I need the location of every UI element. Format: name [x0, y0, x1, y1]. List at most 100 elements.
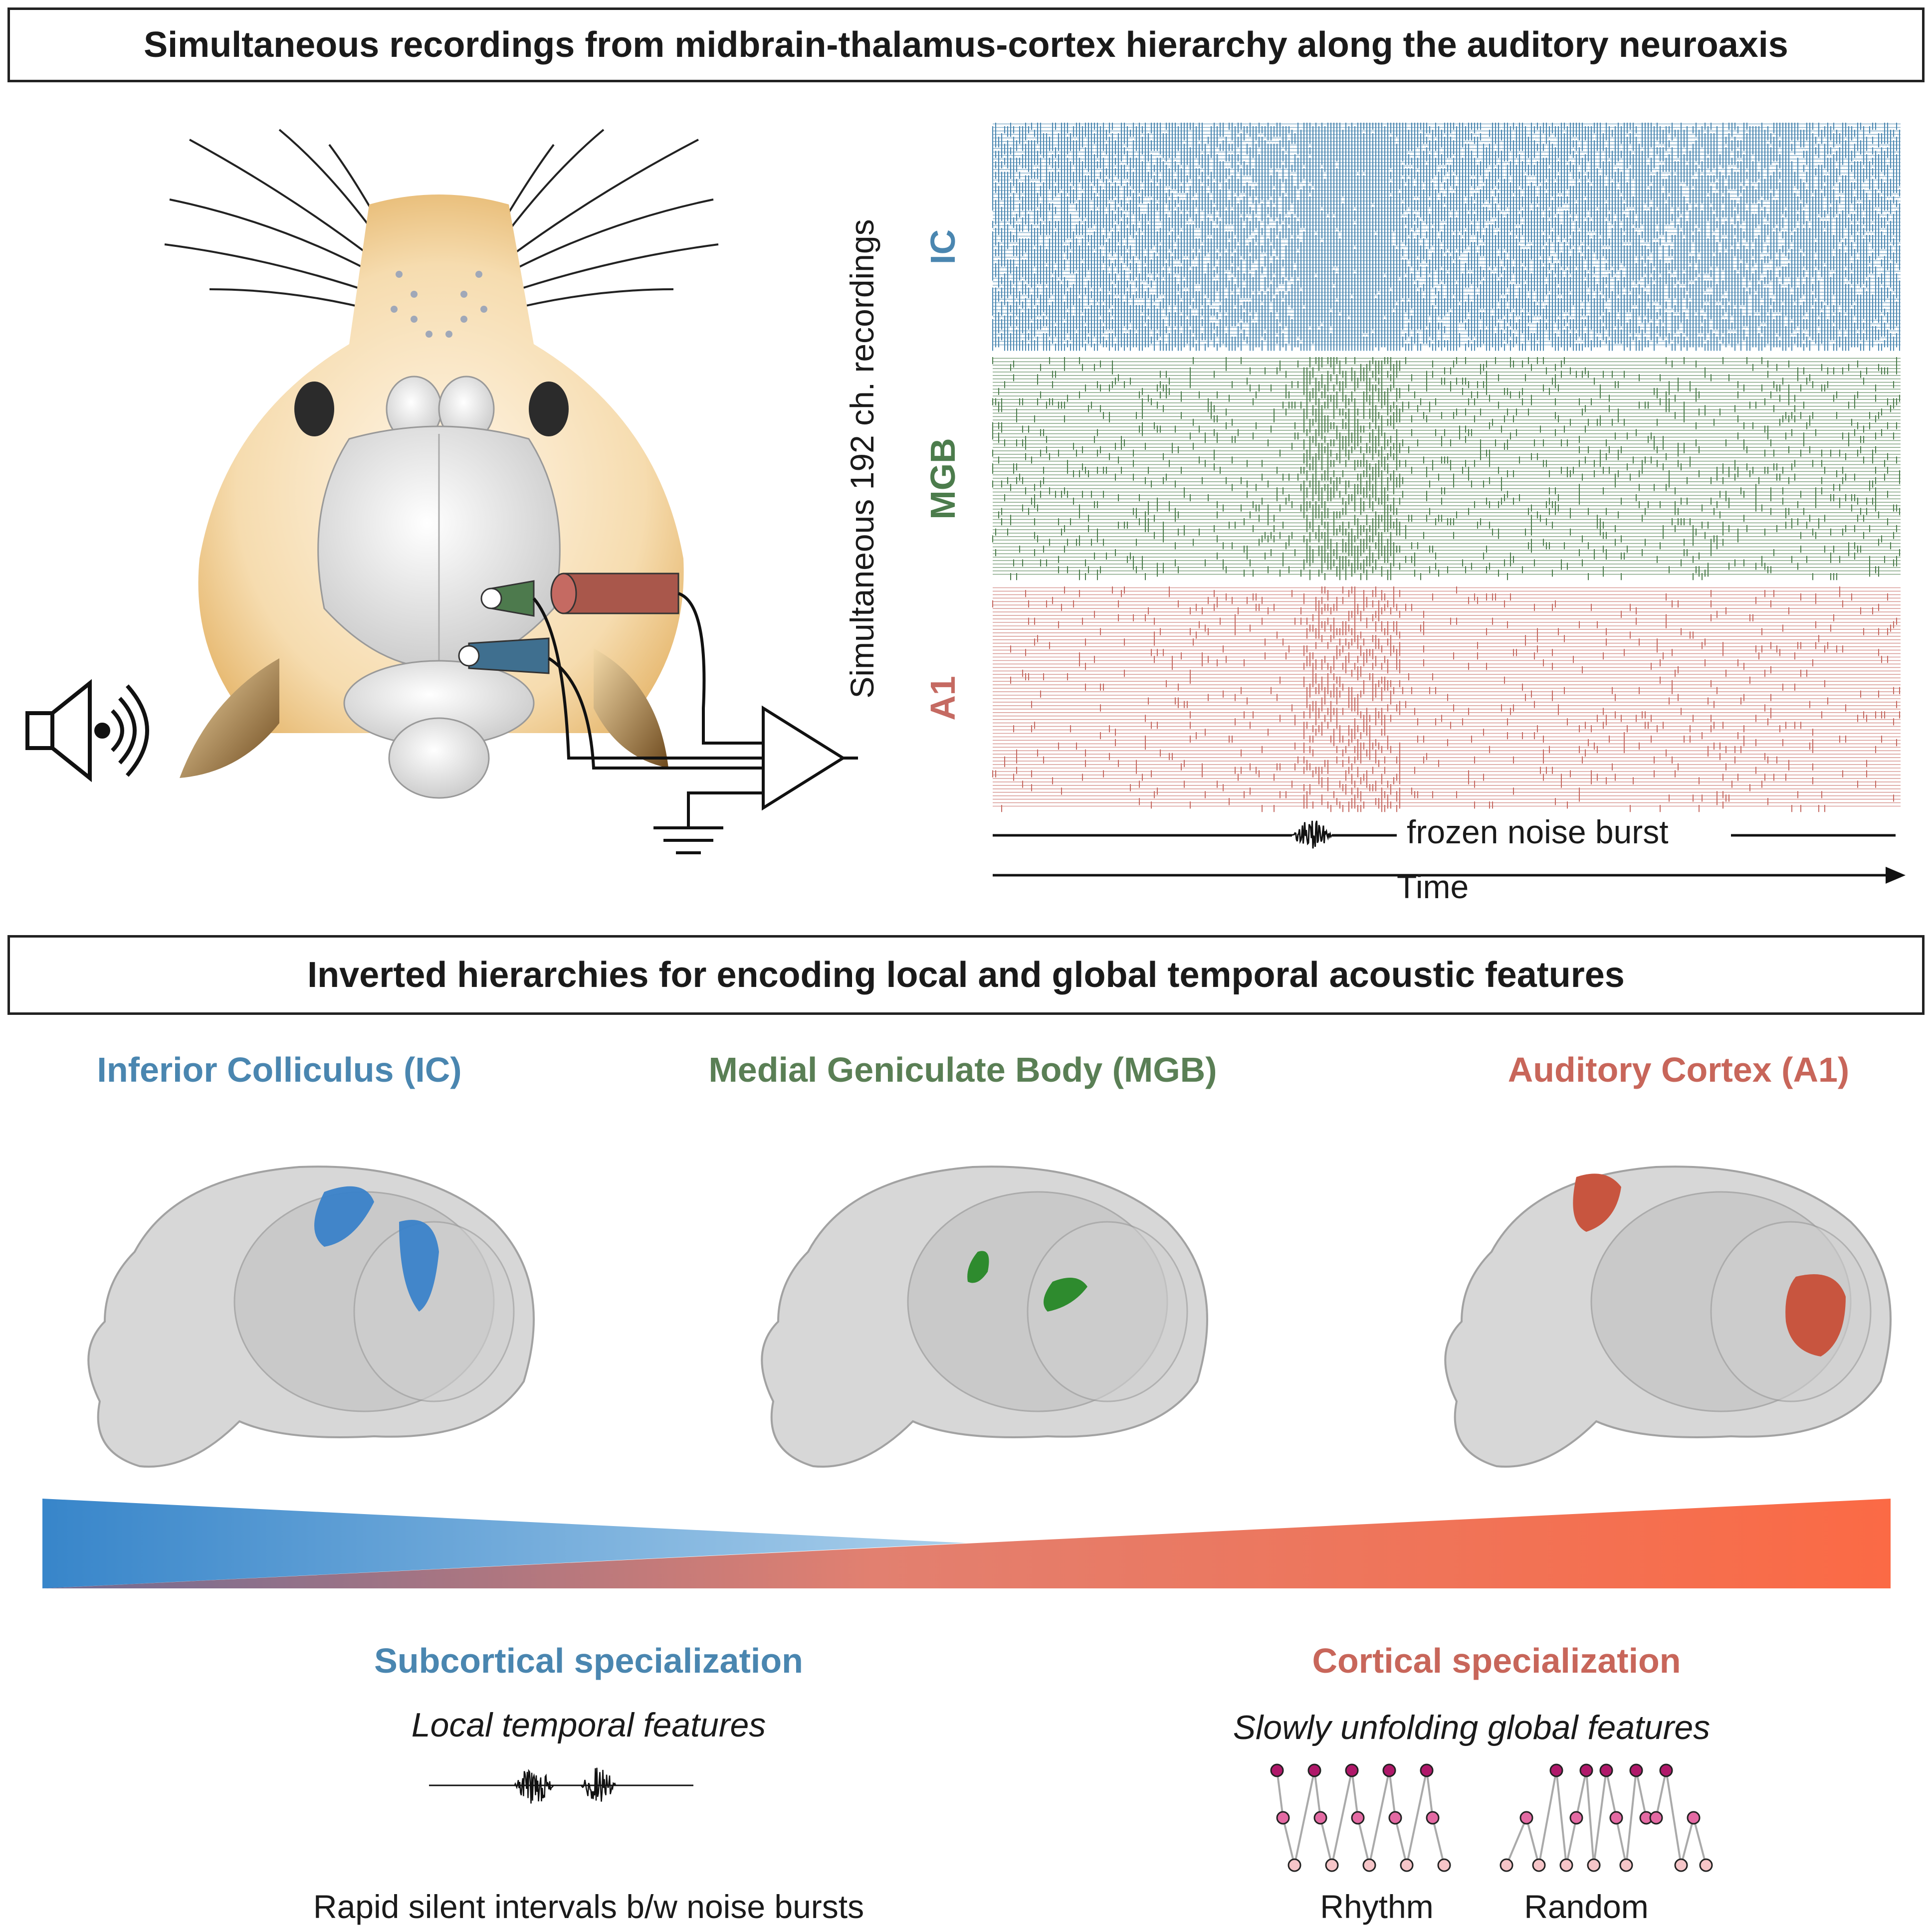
region-label-a1: A1: [923, 676, 962, 721]
rhythm-connector: [1426, 1770, 1434, 1818]
rhythm-connector: [1432, 1817, 1445, 1866]
random-connector: [1605, 1770, 1617, 1818]
stimulus-timeline: [993, 820, 1906, 884]
middle-title-banner: Inverted hierarchies for encoding local …: [7, 935, 1925, 1015]
speaker-icon: [25, 679, 149, 782]
random-tone: [1549, 1763, 1563, 1777]
region-title-mgb: Medial Geniculate Body (MGB): [708, 1050, 1217, 1089]
electrode-a1: [550, 573, 679, 614]
rhythm-connector: [1319, 1817, 1333, 1866]
rhythm-tone: [1437, 1858, 1451, 1872]
rhythm-connector: [1394, 1817, 1408, 1866]
rhythm-tone: [1325, 1858, 1339, 1872]
subcortical-caption: Rapid silent intervals b/w noise bursts: [313, 1888, 864, 1925]
rhythm-tone: [1362, 1858, 1376, 1872]
electrode-ic: [458, 637, 550, 674]
raster-block-ic: [992, 123, 1901, 351]
rhythm-connector: [1331, 1770, 1353, 1866]
a1-region-left: [1573, 1173, 1621, 1232]
raster-ylabel: Simultaneous 192 ch. recordings: [844, 219, 880, 699]
rhythm-connector: [1293, 1770, 1315, 1866]
rhythm-connector: [1313, 1770, 1321, 1818]
random-tone: [1519, 1811, 1533, 1825]
rhythm-connector: [1368, 1770, 1390, 1866]
random-connector: [1565, 1817, 1577, 1866]
random-tone: [1649, 1811, 1663, 1825]
random-tone: [1659, 1763, 1673, 1777]
time-arrow-head: [1886, 867, 1906, 884]
double-noise-burst: [429, 1767, 693, 1804]
amplifier-icon: [762, 705, 846, 811]
random-tone: [1629, 1763, 1643, 1777]
random-connector: [1665, 1770, 1682, 1866]
mgb-region-left: [967, 1251, 989, 1283]
region-title-a1: Auditory Cortex (A1): [1507, 1050, 1850, 1089]
random-connector: [1585, 1770, 1595, 1866]
rhythm-connector: [1276, 1770, 1284, 1818]
brain-a1: [1444, 1165, 1892, 1468]
cortical-subtitle: Slowly unfolding global features: [1233, 1709, 1711, 1746]
sequence-diagrams: [1270, 1763, 1713, 1872]
rhythm-tone: [1345, 1763, 1359, 1777]
subcortical-subtitle: Local temporal features: [411, 1706, 766, 1744]
top-title-banner: Simultaneous recordings from midbrain-th…: [7, 7, 1925, 82]
random-connector: [1625, 1770, 1637, 1866]
random-tone: [1699, 1858, 1713, 1872]
random-connector: [1680, 1817, 1695, 1866]
rhythm-label: Rhythm: [1320, 1888, 1434, 1925]
stimulus-label: frozen noise burst: [1407, 813, 1669, 850]
random-tone: [1532, 1858, 1546, 1872]
random-tone: [1609, 1811, 1623, 1825]
subcortical-title: Subcortical specialization: [374, 1641, 803, 1680]
random-tone: [1500, 1858, 1513, 1872]
a1-region-right: [1785, 1274, 1846, 1356]
raster-block-mgb: [992, 357, 1901, 580]
random-connector: [1593, 1770, 1607, 1866]
rhythm-tone: [1288, 1858, 1301, 1872]
ground-icon: [653, 791, 763, 854]
random-connector: [1538, 1770, 1557, 1866]
random-connector: [1635, 1770, 1647, 1818]
random-connector: [1575, 1770, 1587, 1818]
random-connector: [1505, 1817, 1527, 1866]
rhythm-tone: [1388, 1811, 1402, 1825]
region-title-ic: Inferior Colliculus (IC): [97, 1050, 462, 1089]
rhythm-tone: [1382, 1763, 1396, 1777]
ic-region-right: [399, 1220, 439, 1312]
cortical-title: Cortical specialization: [1312, 1641, 1681, 1680]
random-connector: [1615, 1817, 1627, 1866]
random-connector: [1693, 1817, 1707, 1866]
cortical-wedge: [42, 1499, 1891, 1588]
rhythm-tone: [1270, 1763, 1284, 1777]
mgb-region-right: [1044, 1278, 1087, 1312]
random-tone: [1674, 1858, 1688, 1872]
rhythm-connector: [1406, 1770, 1428, 1866]
time-label: Time: [1397, 868, 1469, 905]
brain-mgb: [761, 1165, 1208, 1468]
region-label-ic: IC: [923, 229, 962, 264]
rhythm-tone: [1426, 1811, 1440, 1825]
random-tone: [1619, 1858, 1633, 1872]
noise-burst-waveform: [1291, 820, 1332, 849]
rhythm-tone: [1420, 1763, 1434, 1777]
random-tone: [1587, 1858, 1601, 1872]
random-tone: [1599, 1763, 1613, 1777]
inverted-gradient: [42, 1499, 1891, 1588]
rhythm-tone: [1276, 1811, 1290, 1825]
rhythm-tone: [1313, 1811, 1327, 1825]
rhythm-connector: [1357, 1817, 1370, 1866]
rhythm-connector: [1351, 1770, 1359, 1818]
top-title-text: Simultaneous recordings from midbrain-th…: [144, 25, 1788, 65]
rhythm-connector: [1282, 1817, 1295, 1866]
random-label: Random: [1524, 1888, 1649, 1925]
rhythm-tone: [1307, 1763, 1321, 1777]
electrode-mgb: [480, 580, 535, 617]
mouse-recording-illustration: [25, 129, 858, 854]
raster-block-a1: [992, 586, 1901, 812]
ic-region-left: [314, 1186, 374, 1247]
subcortical-wedge: [42, 1499, 966, 1588]
rhythm-tone: [1400, 1858, 1414, 1872]
brain-ic: [87, 1165, 535, 1468]
random-connector: [1525, 1817, 1540, 1866]
random-tone: [1569, 1811, 1583, 1825]
